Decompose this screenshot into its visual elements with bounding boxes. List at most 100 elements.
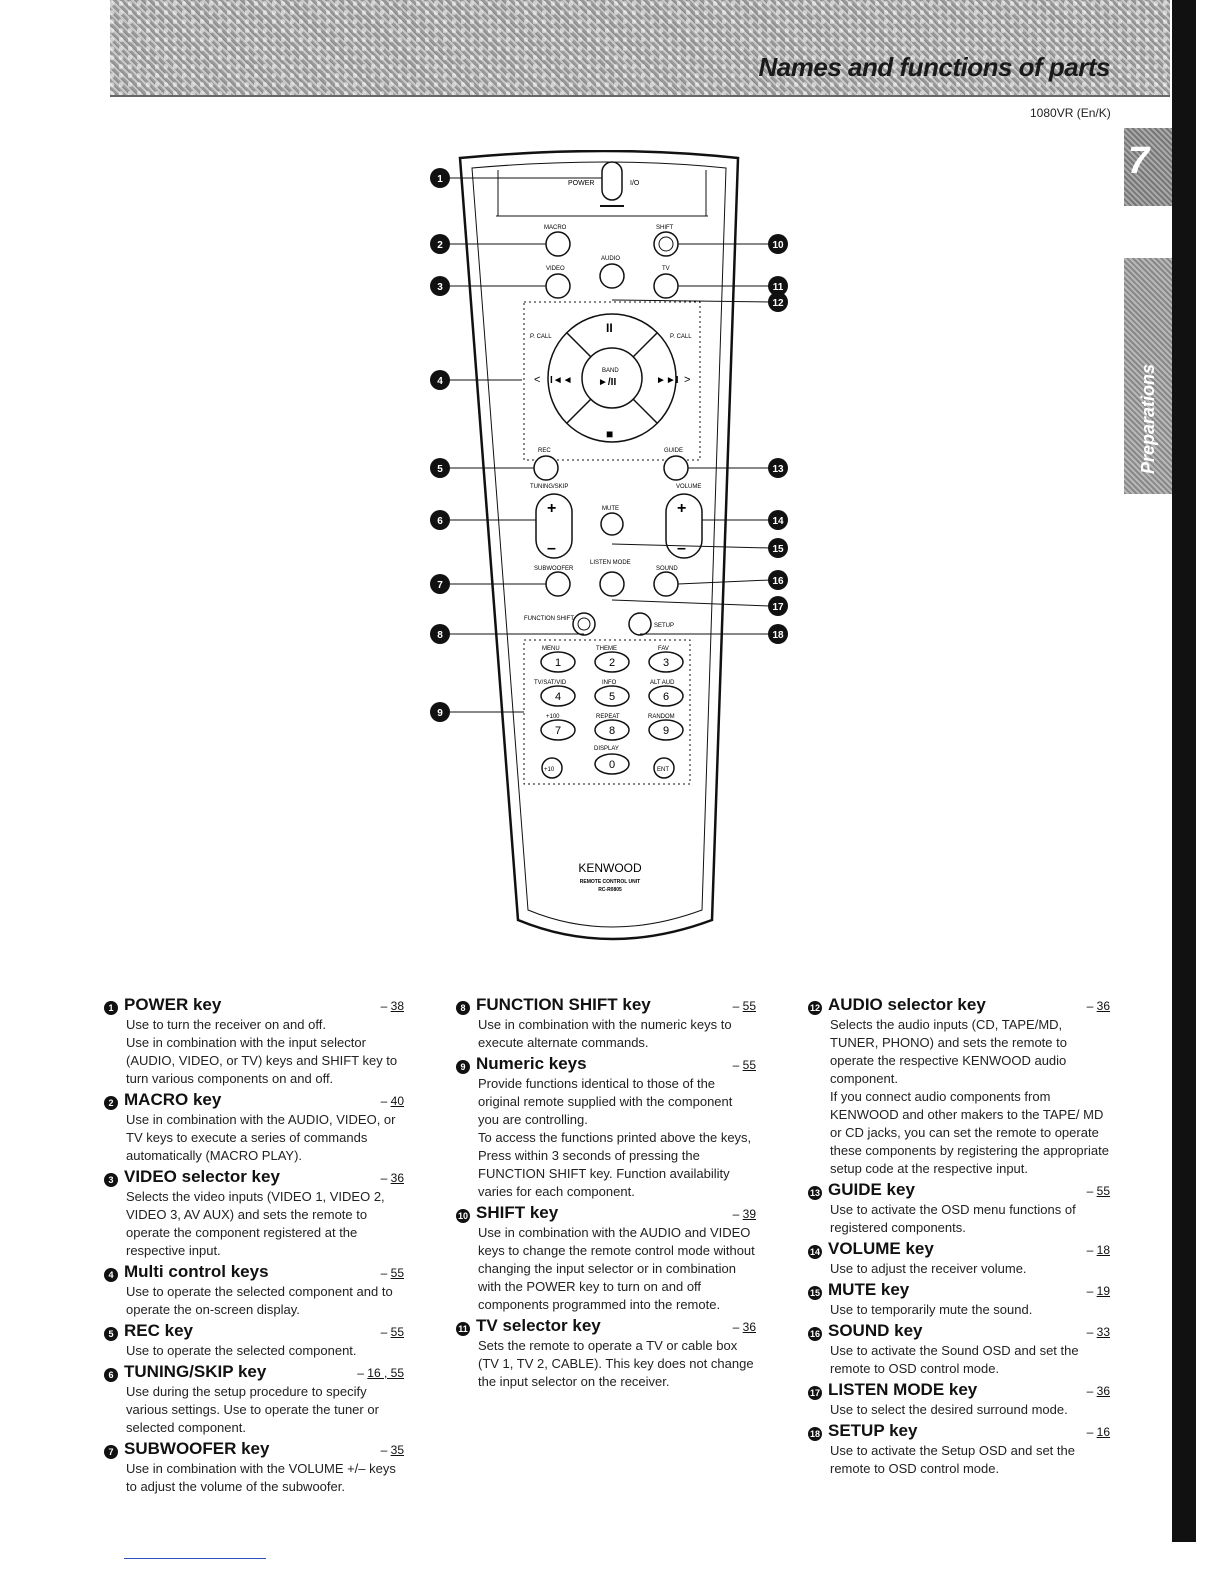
item-number-badge: 13	[808, 1186, 822, 1200]
callout-number: 13	[772, 464, 784, 475]
ent-button	[653, 757, 675, 779]
page-reference-number: 36	[390, 1171, 404, 1185]
rec-button	[533, 455, 559, 481]
item-number-badge: 4	[104, 1268, 118, 1282]
callout-number: 16	[772, 576, 784, 587]
page-reference-number: 55	[1096, 1184, 1110, 1198]
key-title: AUDIO selector key	[828, 995, 986, 1014]
callout-marker	[768, 538, 788, 558]
callout-marker	[768, 234, 788, 254]
callout-number: 11	[773, 282, 784, 293]
numeric-key-label: 9	[663, 725, 669, 737]
page-reference: – 39	[732, 1207, 756, 1221]
model-code: 1080VR (En/K)	[1030, 106, 1111, 120]
page-reference-number: 39	[742, 1207, 756, 1221]
callout-number: 3	[437, 282, 443, 293]
callout-marker	[430, 624, 450, 644]
numeric-key	[540, 685, 576, 707]
callout-marker	[430, 234, 450, 254]
section-tab: Preparations	[1124, 258, 1172, 494]
page-reference: – 33	[1086, 1325, 1110, 1339]
page-reference: – 55	[732, 999, 756, 1013]
numeric-key-label: 4	[555, 691, 561, 703]
page-reference: – 55	[732, 1058, 756, 1072]
key-description-text: Use in combination with the AUDIO, VIDEO…	[126, 1112, 396, 1163]
page-reference-number: 16 , 55	[367, 1366, 404, 1380]
key-description-text: Use to adjust the receiver volume.	[830, 1261, 1027, 1276]
callout-number: 15	[772, 544, 784, 555]
item-number-badge: 6	[104, 1368, 118, 1382]
plus10-button	[541, 757, 563, 779]
video-label: VIDEO	[546, 266, 565, 272]
page-reference-number: 36	[1096, 1384, 1110, 1398]
key-description-text: Use to activate the Setup OSD and set th…	[830, 1443, 1075, 1476]
play-pause-label: ►/II	[598, 377, 616, 388]
unit-model-label: RC-R0805	[598, 887, 622, 893]
key-description-text: Use in combination with the VOLUME +/– k…	[126, 1461, 396, 1494]
callout-marker	[768, 458, 788, 478]
callout-number: 5	[437, 464, 443, 475]
page-reference: – 38	[380, 999, 404, 1013]
unit-name-label: REMOTE CONTROL UNIT	[580, 879, 640, 885]
callout-marker	[430, 370, 450, 390]
callout-number: 10	[772, 240, 784, 251]
page-reference: – 40	[380, 1094, 404, 1108]
callout-number: 14	[772, 516, 784, 527]
pause-label: II	[606, 321, 613, 335]
callout-marker	[768, 570, 788, 590]
numeric-key-label: 7	[555, 725, 561, 737]
power-button	[601, 161, 623, 201]
numeric-key-label: 8	[609, 725, 615, 737]
numeric-key	[648, 719, 684, 741]
tuning-rocker	[535, 493, 573, 559]
subwoofer-button	[545, 571, 571, 597]
numeric-key	[648, 651, 684, 673]
key-description-text: Use to select the desired surround mode.	[830, 1402, 1068, 1417]
numeric-key	[594, 685, 630, 707]
page-reference: – 16 , 55	[357, 1366, 404, 1380]
key-description-text: Use to temporarily mute the sound.	[830, 1302, 1033, 1317]
right-arrow-label: >	[684, 374, 690, 386]
key-description-text: Use during the setup procedure to specif…	[126, 1384, 379, 1435]
audio-button	[599, 263, 625, 289]
volume-plus: +	[677, 500, 686, 517]
callout-marker	[430, 702, 450, 722]
info-label: INFO	[602, 680, 617, 686]
page-reference-number: 55	[390, 1325, 404, 1339]
key-title: VIDEO selector key	[124, 1167, 280, 1186]
numeric-key-label: 5	[609, 691, 615, 703]
numeric-key	[594, 753, 630, 775]
tuning-minus: –	[547, 540, 556, 557]
page-reference-number: 38	[390, 999, 404, 1013]
shift-label: SHIFT	[656, 225, 674, 231]
callout-number: 2	[437, 240, 443, 251]
page-reference: – 18	[1086, 1243, 1110, 1257]
item-number-badge: 8	[456, 1001, 470, 1015]
key-description-text: Use to operate the selected component.	[126, 1343, 357, 1358]
setup-label: SETUP	[654, 623, 674, 629]
key-description-text: Use to activate the Sound OSD and set th…	[830, 1343, 1079, 1376]
numeric-key	[594, 651, 630, 673]
key-description-text: Use to turn the receiver on and off. Use…	[126, 1017, 398, 1086]
volume-label: VOLUME	[676, 484, 701, 490]
chapter-number: 7	[1128, 140, 1150, 182]
menu-label: MENU	[542, 646, 560, 652]
page-reference: – 55	[380, 1266, 404, 1280]
